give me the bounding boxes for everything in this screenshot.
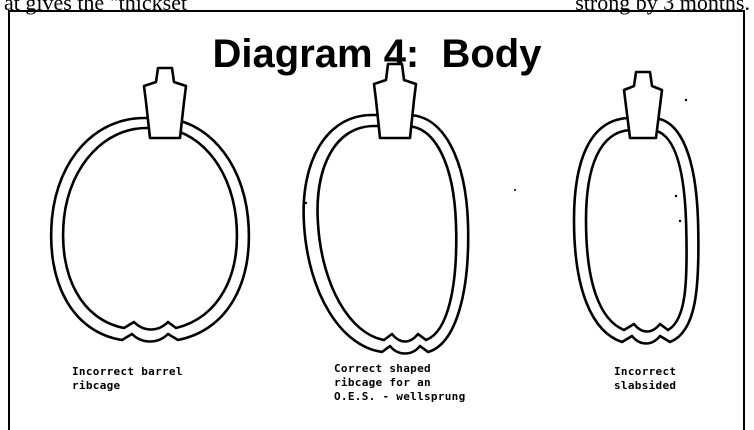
- caption-correct-wellsprung: Correct shaped ribcage for an O.E.S. - w…: [334, 362, 466, 404]
- caption-incorrect-barrel: Incorrect barrel ribcage: [72, 365, 183, 393]
- caption-incorrect-slabsided: Incorrect slabsided: [614, 365, 676, 393]
- slabsided-ribcage-figure: [574, 72, 698, 344]
- wellsprung-ribcage-figure: [304, 64, 469, 354]
- barrel-ribcage-figure: [51, 68, 249, 342]
